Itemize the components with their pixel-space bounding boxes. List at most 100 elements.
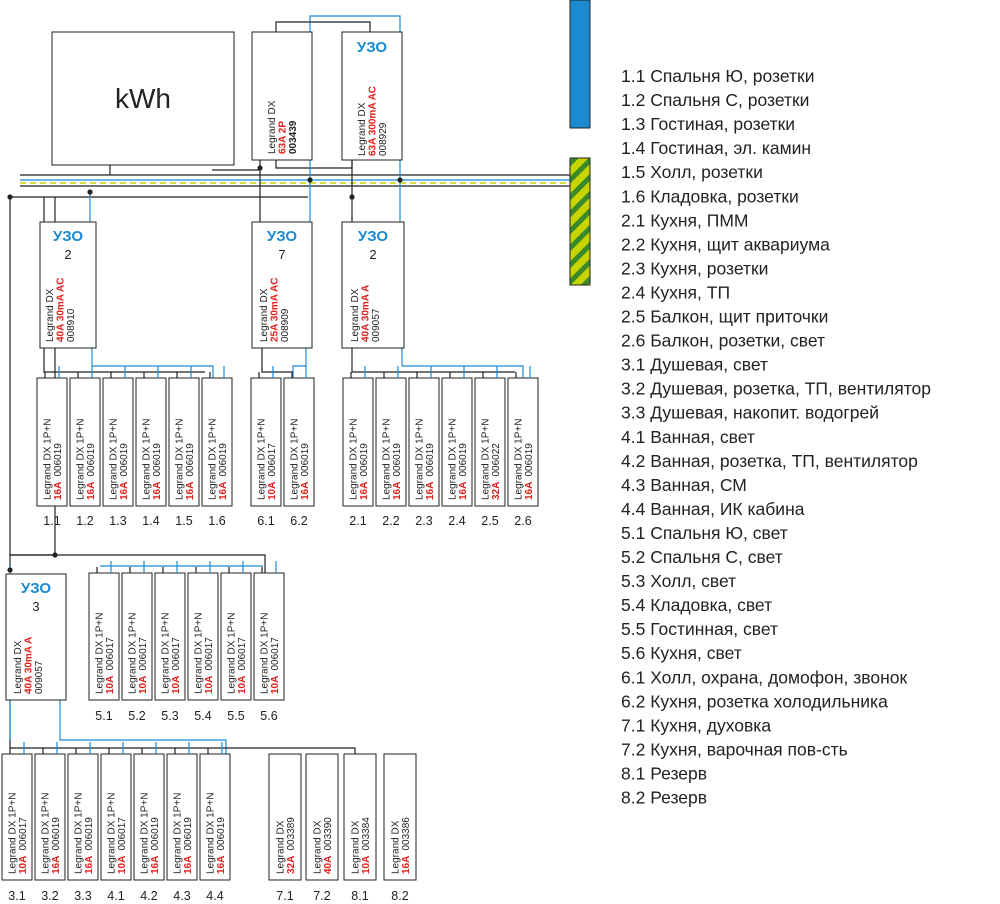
legend-item: 4.3 Ванная, СМ xyxy=(621,475,747,495)
legend-item: 3.2 Душевая, розетка, ТП, вентилятор xyxy=(621,379,931,399)
breaker-2.3-rating: 16A xyxy=(425,482,436,500)
breaker-1.1-brand: Legrand DX 1P+N xyxy=(42,419,53,500)
breaker-7.2-brand: Legrand DX xyxy=(312,820,323,874)
breaker-id-label: 3.3 xyxy=(74,889,91,903)
breaker-1.2-code: 006019 xyxy=(86,443,97,477)
breaker-2.5-code: 006022 xyxy=(491,443,502,477)
legend-item: 3.1 Душевая, свет xyxy=(621,355,768,375)
legend-item: 5.1 Спальня Ю, свет xyxy=(621,523,788,543)
breaker-5.1-code: 006017 xyxy=(105,637,116,671)
breaker-1.2-rating: 16A xyxy=(86,482,97,500)
breaker-1.5-rating: 16A xyxy=(185,482,196,500)
breaker-5.3-brand: Legrand DX 1P+N xyxy=(160,613,171,694)
rcd-3-rating: 40A 30mA A xyxy=(361,285,372,342)
breaker-1.3-rating: 16A xyxy=(119,482,130,500)
breaker-5.4-rating: 10A xyxy=(204,676,215,694)
breaker-4.2-code: 006019 xyxy=(150,817,161,851)
breaker-7.1-code: 003389 xyxy=(286,817,297,851)
main-rcd-title: УЗО xyxy=(357,39,388,56)
rcd-poles: 2 xyxy=(369,247,376,262)
rcd-3-brand: Legrand DX xyxy=(350,288,361,342)
main-breaker-brand: Legrand DX xyxy=(267,100,278,154)
legend-item: 5.3 Холл, свет xyxy=(621,571,736,591)
breaker-5.2-rating: 10A xyxy=(138,676,149,694)
breaker-8.1-code: 003384 xyxy=(361,817,372,851)
breaker-5.3-rating: 10A xyxy=(171,676,182,694)
rcd-poles: 7 xyxy=(278,247,285,262)
legend-item: 1.4 Гостиная, эл. камин xyxy=(621,138,811,158)
legend-item: 1.3 Гостиная, розетки xyxy=(621,114,795,134)
breaker-id-label: 5.2 xyxy=(128,709,145,723)
legend-item: 6.1 Холл, охрана, домофон, звонок xyxy=(621,667,908,687)
legend-item: 4.1 Ванная, свет xyxy=(621,427,755,447)
breaker-2.2-code: 006019 xyxy=(392,443,403,477)
breaker-5.6-brand: Legrand DX 1P+N xyxy=(259,613,270,694)
rcd-1-code: 008910 xyxy=(66,308,77,342)
breaker-id-label: 7.1 xyxy=(276,889,293,903)
breaker-id-label: 4.1 xyxy=(107,889,124,903)
rcd-title: УЗО xyxy=(53,228,84,245)
breaker-2.1-brand: Legrand DX 1P+N xyxy=(348,419,359,500)
breaker-2.5-brand: Legrand DX 1P+N xyxy=(480,419,491,500)
breaker-8.1-rating: 10A xyxy=(361,856,372,874)
breaker-1.5-code: 006019 xyxy=(185,443,196,477)
rcd-title: УЗО xyxy=(358,228,389,245)
breaker-8.2-brand: Legrand DX xyxy=(390,820,401,874)
breaker-id-label: 1.6 xyxy=(208,514,225,528)
breaker-1.3-code: 006019 xyxy=(119,443,130,477)
breaker-4.1-brand: Legrand DX 1P+N xyxy=(106,793,117,874)
breaker-id-label: 4.2 xyxy=(140,889,157,903)
breaker-id-label: 2.1 xyxy=(349,514,366,528)
breaker-4.2-rating: 16A xyxy=(150,856,161,874)
breaker-1.1-code: 006019 xyxy=(53,443,64,477)
breaker-id-label: 1.4 xyxy=(142,514,159,528)
breaker-1.6-code: 006019 xyxy=(218,443,229,477)
legend-item: 4.4 Ванная, ИК кабина xyxy=(621,499,805,519)
breaker-2.6-rating: 16A xyxy=(524,482,535,500)
breaker-2.4-rating: 16A xyxy=(458,482,469,500)
rcd-3-code: 009057 xyxy=(371,308,382,342)
breaker-id-label: 5.6 xyxy=(260,709,277,723)
legend-item: 2.2 Кухня, щит аквариума xyxy=(621,234,830,254)
legend-item: 2.4 Кухня, ТП xyxy=(621,282,730,302)
legend-item: 8.1 Резерв xyxy=(621,763,707,783)
wires xyxy=(9,15,570,754)
breaker-4.4-brand: Legrand DX 1P+N xyxy=(205,793,216,874)
breaker-5.6-rating: 10A xyxy=(270,676,281,694)
breaker-1.1-rating: 16A xyxy=(53,482,64,500)
legend-item: 5.5 Гостинная, свет xyxy=(621,619,778,639)
rcd-title: УЗО xyxy=(21,580,52,597)
breaker-2.4-code: 006019 xyxy=(458,443,469,477)
main-breaker-code: 003439 xyxy=(288,120,299,154)
rcd-2-code: 008909 xyxy=(280,308,291,342)
breaker-5.1-rating: 10A xyxy=(105,676,116,694)
legend-item: 1.5 Холл, розетки xyxy=(621,162,763,182)
breaker-id-label: 5.5 xyxy=(227,709,244,723)
breaker-id-label: 2.5 xyxy=(481,514,498,528)
breaker-3.2-brand: Legrand DX 1P+N xyxy=(40,793,51,874)
breaker-2.1-code: 006019 xyxy=(359,443,370,477)
legend-item: 2.6 Балкон, розетки, свет xyxy=(621,331,825,351)
breaker-7.1-rating: 32A xyxy=(286,856,297,874)
rcd-4-rating: 40A 30mA A xyxy=(24,637,35,694)
breaker-5.3-code: 006017 xyxy=(171,637,182,671)
